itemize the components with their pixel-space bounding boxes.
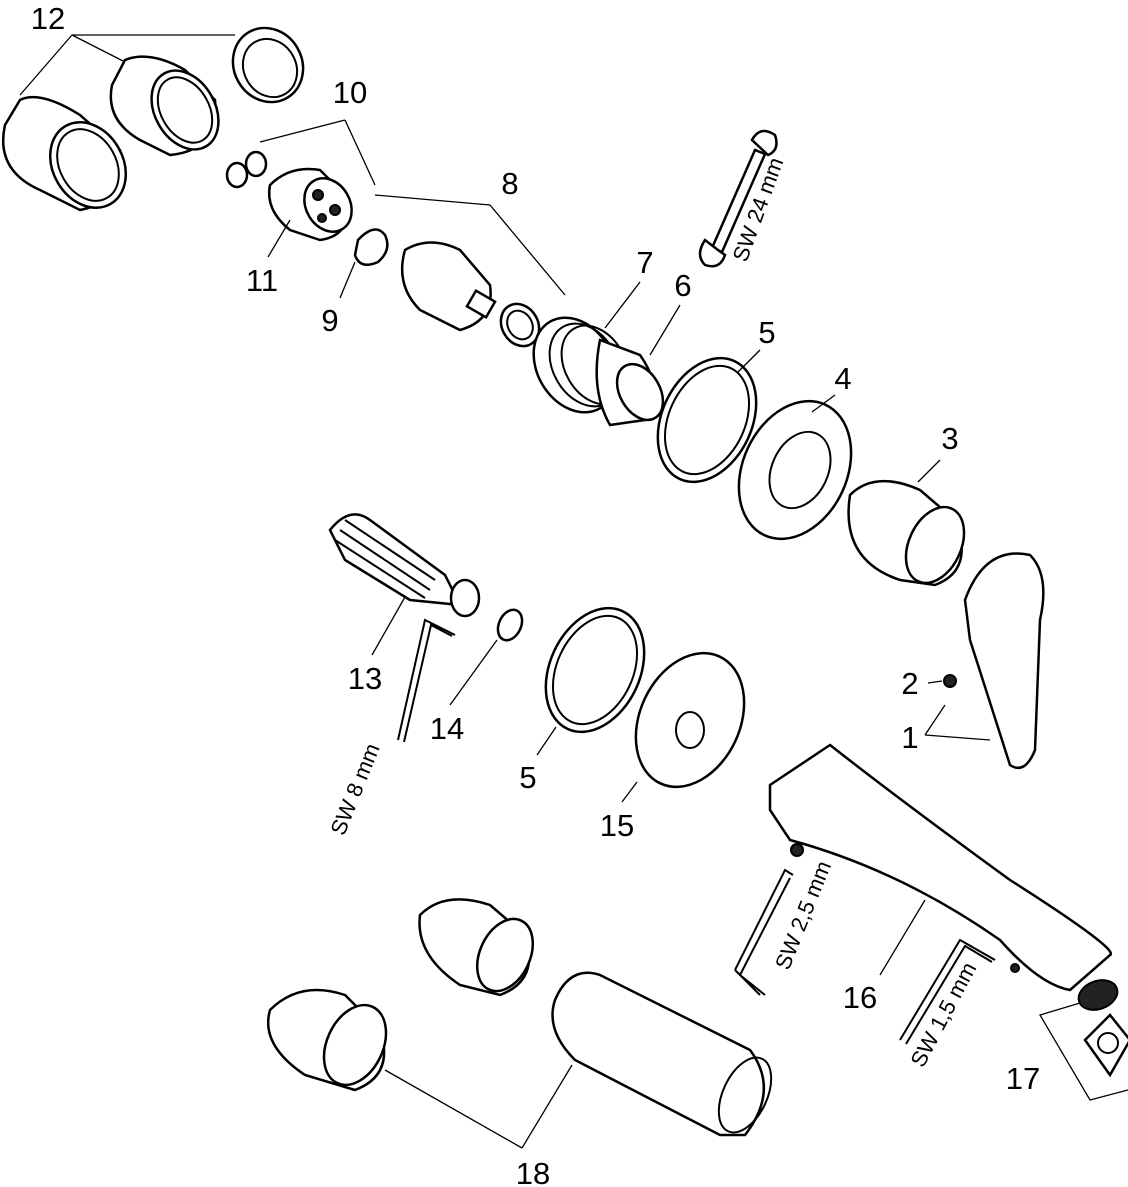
part-7-6-body xyxy=(532,316,665,427)
part-17-aerator xyxy=(1077,979,1128,1078)
part-18-tools xyxy=(266,898,773,1137)
wrench-icon xyxy=(698,129,778,268)
label-5-lower: 5 xyxy=(519,760,536,795)
label-14: 14 xyxy=(430,711,464,746)
part-4-rosette xyxy=(737,399,853,541)
part-5-ring-lower xyxy=(544,606,646,734)
label-sw-8: SW 8 mm xyxy=(325,740,384,839)
part-13-extension xyxy=(328,513,481,618)
label-6: 6 xyxy=(674,268,691,303)
label-9: 9 xyxy=(321,303,338,338)
label-13: 13 xyxy=(348,661,382,696)
part-16-spout xyxy=(768,743,1113,992)
label-10: 10 xyxy=(333,75,367,110)
hex-key-1-5-icon xyxy=(899,938,996,1045)
part-9 xyxy=(353,228,389,267)
label-3: 3 xyxy=(941,421,958,456)
label-16: 16 xyxy=(843,980,877,1015)
label-15: 15 xyxy=(600,808,634,843)
label-17: 17 xyxy=(1006,1061,1040,1096)
part-1-lever-handle xyxy=(943,552,1045,770)
hex-key-2-5-icon xyxy=(734,868,794,996)
label-7: 7 xyxy=(636,245,653,280)
label-sw-1-5: SW 1,5 mm xyxy=(905,958,981,1071)
label-18: 18 xyxy=(516,1156,550,1187)
part-15-rosette xyxy=(634,651,746,789)
label-sw-2-5: SW 2,5 mm xyxy=(770,857,836,973)
leader-lines xyxy=(19,34,1128,1149)
part-14-oring xyxy=(496,608,524,642)
hex-key-8-icon xyxy=(397,618,456,743)
part-3-sleeve xyxy=(847,479,966,587)
label-11: 11 xyxy=(246,263,278,298)
part-5-ring-upper xyxy=(656,356,758,484)
label-4: 4 xyxy=(834,361,851,396)
label-1: 1 xyxy=(901,720,918,755)
label-5-upper: 5 xyxy=(758,315,775,350)
label-8: 8 xyxy=(501,166,518,201)
part-10-11-cartridge-parts xyxy=(225,150,353,242)
label-2: 2 xyxy=(901,666,918,701)
part-8-cartridge xyxy=(400,241,541,348)
part-12-sleeves xyxy=(1,26,305,212)
label-12: 12 xyxy=(31,1,65,36)
